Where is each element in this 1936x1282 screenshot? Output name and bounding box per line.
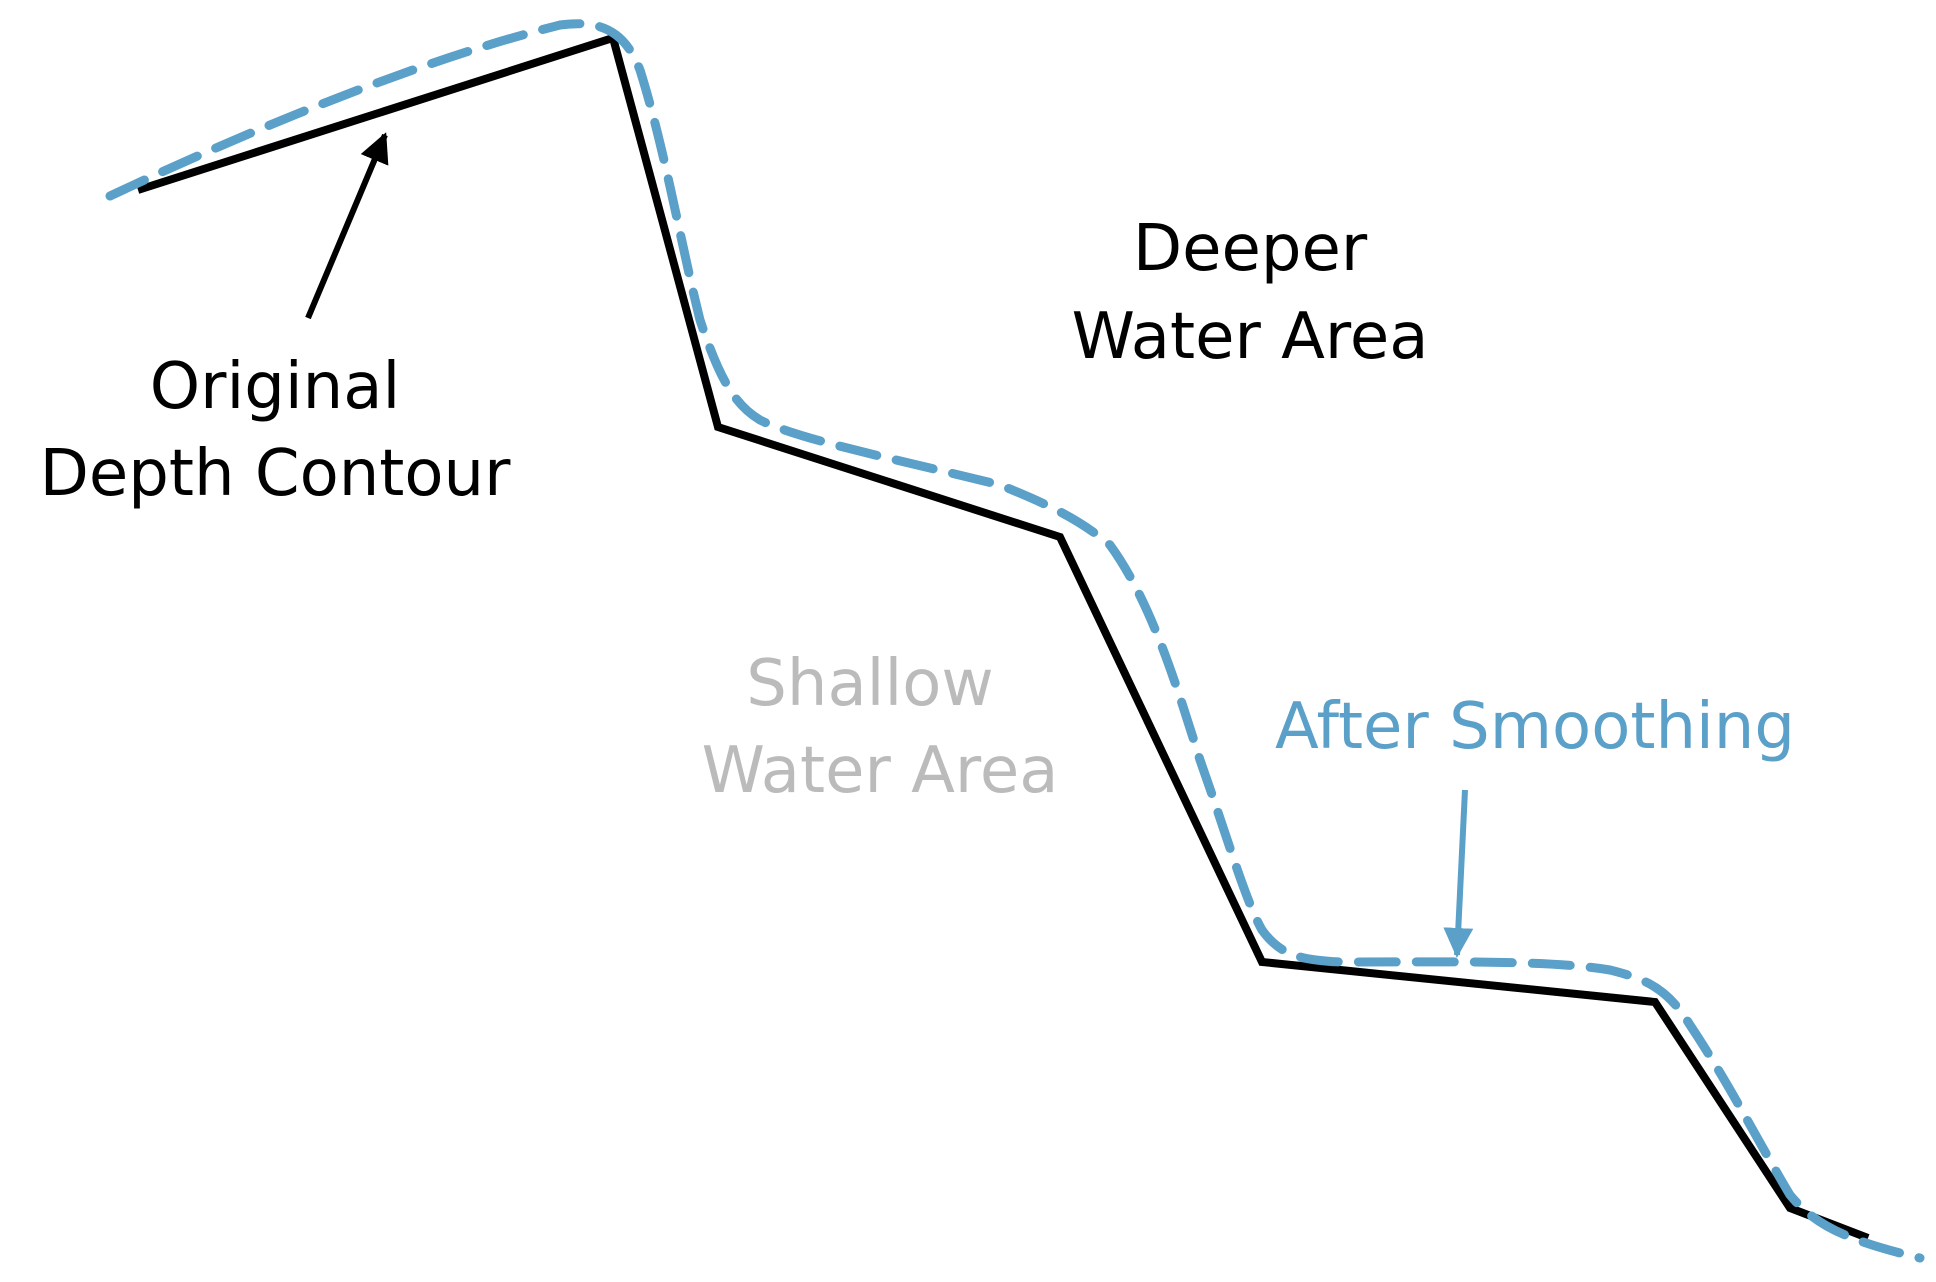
shallow-water-label-line1: Shallow — [746, 647, 993, 721]
original-contour-label-line2: Depth Contour — [40, 437, 512, 511]
original-contour-line — [136, 32, 1870, 1242]
deeper-water-label-line2: Water Area — [1072, 300, 1429, 374]
after-smoothing-label: After Smoothing — [1275, 690, 1795, 764]
shallow-water-label-line2: Water Area — [702, 734, 1059, 808]
smoothed-contour-line — [105, 19, 1925, 1263]
original-contour-label-line1: Original — [150, 350, 400, 424]
deeper-water-label-line1: Deeper — [1133, 212, 1368, 286]
original-contour-arrow — [305, 132, 389, 320]
smoothed-contour-arrow — [1443, 789, 1474, 958]
